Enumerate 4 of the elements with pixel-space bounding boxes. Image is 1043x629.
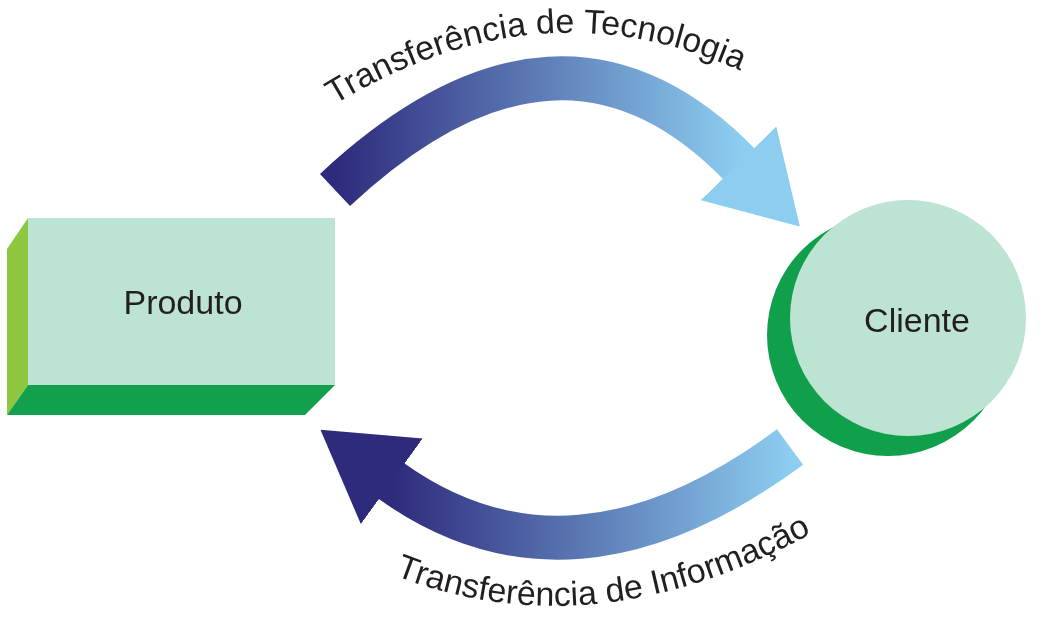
node-label: Cliente bbox=[864, 300, 970, 340]
curved-arrow bbox=[320, 56, 803, 224]
node-label: Produto bbox=[123, 282, 243, 322]
curved-arrow bbox=[318, 428, 803, 560]
